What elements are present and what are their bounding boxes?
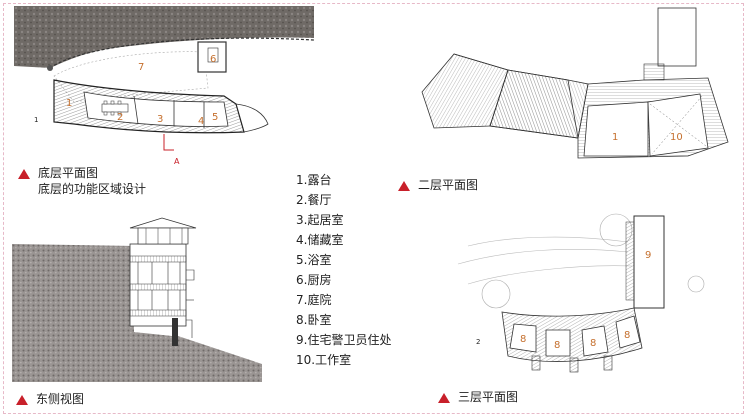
ground-label-7: 7 xyxy=(138,62,144,73)
ground-floor-title: 底层平面图 xyxy=(38,166,99,180)
ground-floor-subcaption: 底层的功能区域设计 xyxy=(38,182,147,196)
third-floor-caption: 三层平面图 xyxy=(438,389,518,406)
legend-item: 2.餐厅 xyxy=(296,193,332,207)
ground-label-5: 5 xyxy=(212,112,218,123)
triangle-marker-icon xyxy=(398,180,410,191)
sheet-border xyxy=(3,3,744,414)
legend-item: 6.厨房 xyxy=(296,273,332,287)
third-floor-plan: 9 8 8 8 8 2 xyxy=(457,213,705,373)
third-label-8d: 8 xyxy=(624,330,630,341)
second-floor-plan: 1 10 xyxy=(421,7,729,159)
ground-label-2: 2 xyxy=(117,112,123,123)
legend-item: 8.卧室 xyxy=(296,313,332,327)
second-floor-title: 二层平面图 xyxy=(418,178,479,192)
second-label-1: 1 xyxy=(612,132,618,143)
ground-label-1-edge: 1 xyxy=(34,116,38,124)
triangle-marker-icon xyxy=(16,394,28,405)
third-label-2: 2 xyxy=(476,338,480,346)
rock-mass xyxy=(14,6,314,68)
east-elevation xyxy=(12,217,262,382)
legend-item: 4.储藏室 xyxy=(296,233,344,247)
legend-item: 9.住宅警卫员住处 xyxy=(296,333,392,347)
ground-label-6: 6 xyxy=(210,54,216,65)
ground-floor-caption: 底层平面图 xyxy=(18,165,98,182)
ground-label-4: 4 xyxy=(198,116,204,127)
east-view-title: 东侧视图 xyxy=(36,392,85,406)
second-label-10: 10 xyxy=(670,132,683,143)
section-marker: A xyxy=(174,157,180,166)
room-legend: 1.露台 2.餐厅 3.起居室 4.储藏室 5.浴室 6.厨房 7.庭院 8.卧… xyxy=(296,170,391,370)
second-floor-caption: 二层平面图 xyxy=(398,177,478,194)
triangle-marker-icon xyxy=(438,392,450,403)
third-label-8a: 8 xyxy=(520,334,526,345)
third-floor-title: 三层平面图 xyxy=(458,390,519,404)
legend-item: 5.浴室 xyxy=(296,253,332,267)
legend-item: 7.庭院 xyxy=(296,293,332,307)
third-label-8b: 8 xyxy=(554,340,560,351)
legend-item: 10.工作室 xyxy=(296,353,352,367)
cliff xyxy=(12,244,182,382)
ground-floor-plan: 1 2 3 4 5 6 7 1 A xyxy=(14,6,315,166)
ground-label-1: 1 xyxy=(66,98,72,109)
legend-item: 1.露台 xyxy=(296,173,332,187)
legend-item: 3.起居室 xyxy=(296,213,344,227)
ground-label-3: 3 xyxy=(157,114,163,125)
triangle-marker-icon xyxy=(18,168,30,179)
east-view-caption: 东侧视图 xyxy=(16,391,84,408)
third-label-8c: 8 xyxy=(590,338,596,349)
third-label-9: 9 xyxy=(645,250,651,261)
